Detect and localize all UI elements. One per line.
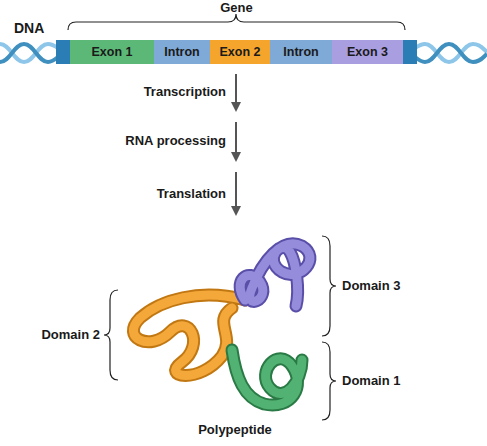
segment-label: Intron	[270, 44, 332, 60]
gene-segment: Exon 2	[210, 40, 270, 64]
dna-bar-end	[403, 40, 417, 64]
helix-strand	[405, 44, 487, 62]
gene-segment: Intron	[154, 40, 210, 64]
gene-segment: Intron	[270, 40, 332, 64]
domain-label: Domain 1	[342, 373, 422, 388]
flow-arrow	[235, 172, 237, 214]
gene-segment: Exon 1	[70, 40, 154, 64]
polypeptide-chain	[133, 244, 310, 405]
domain-label: Domain 2	[10, 327, 100, 342]
flow-arrow	[235, 122, 237, 160]
domain-3-tube	[240, 244, 310, 306]
process-label: RNA processing	[96, 133, 226, 148]
polypeptide-label: Polypeptide	[140, 422, 330, 438]
segment-label: Exon 1	[70, 44, 154, 60]
dna-bar-end	[56, 40, 70, 64]
gene-bracket	[68, 14, 405, 30]
domain-label: Domain 3	[342, 278, 422, 293]
process-label: Transcription	[96, 84, 226, 99]
gene-region: GeneExon 1IntronExon 2IntronExon 3	[68, 40, 405, 64]
domain-1-tube	[232, 350, 302, 405]
gene-segment: Exon 3	[332, 40, 403, 64]
domain-1-tube	[232, 350, 302, 405]
helix-strand	[405, 44, 487, 62]
process-label: Translation	[96, 186, 226, 201]
domain-bracket	[322, 342, 336, 420]
polypeptide-box: Polypeptide	[140, 232, 330, 440]
molecule-label: DNA	[14, 20, 54, 36]
domain-bracket	[322, 236, 336, 336]
segment-label: Intron	[154, 44, 210, 60]
flow-arrow	[235, 74, 237, 110]
gene-heading: Gene	[68, 0, 405, 16]
domain-bracket	[104, 290, 118, 380]
domain-3-tube	[240, 244, 310, 306]
segment-label: Exon 3	[332, 44, 403, 60]
segment-label: Exon 2	[210, 44, 270, 60]
